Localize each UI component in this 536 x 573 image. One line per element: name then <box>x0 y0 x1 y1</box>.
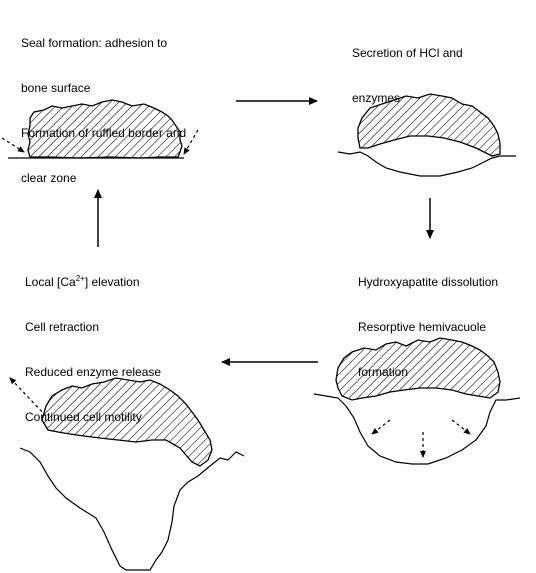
cell-stage-dissolution <box>313 337 521 465</box>
label-line: clear zone <box>21 171 77 185</box>
label-line: Local [Ca2+] elevation <box>25 275 161 290</box>
elevation-text: ] elevation <box>84 275 140 289</box>
label-line: Cell retraction <box>25 320 100 334</box>
osteoclast-cell <box>41 377 213 467</box>
label-line: Reduced enzyme release <box>25 365 162 379</box>
resorption-pit-outline <box>313 393 521 465</box>
resorption-pit-outline <box>19 447 245 571</box>
osteoclast-cell <box>27 99 183 159</box>
seal-formation-label: Seal formation: adhesion to bone surface… <box>21 6 186 216</box>
dissolution-arrow-left <box>371 419 391 435</box>
calcium-charge: 2+ <box>75 274 85 283</box>
seal-arrow-left <box>1 137 25 153</box>
label-line: bone surface <box>21 81 91 95</box>
label-line: formation <box>358 365 409 379</box>
label-line: Seal formation: adhesion to <box>21 36 168 50</box>
label-line: Resorptive hemivacuole <box>358 320 487 334</box>
bone-surface-line <box>337 151 516 177</box>
label-line: Continued cell motility <box>25 410 142 424</box>
label-line: Hydroxyapatite dissolution <box>358 275 499 289</box>
cell-stage-release <box>9 377 245 571</box>
osteoclast-cell <box>335 337 501 401</box>
calcium-text: Local [Ca <box>25 275 76 289</box>
release-label: Local [Ca2+] elevation Cell retraction R… <box>25 245 161 455</box>
secretion-label: Secretion of HCl and enzymes <box>352 16 463 136</box>
seal-arrow-right <box>183 129 199 155</box>
dissolution-arrow-right <box>451 419 471 435</box>
osteoclast-cell <box>357 93 501 157</box>
label-line: Secretion of HCl and <box>352 46 463 60</box>
retraction-arrow <box>9 377 47 417</box>
cell-stage-secretion <box>337 93 516 177</box>
cell-stage-seal <box>1 99 199 159</box>
dissolution-label: Hydroxyapatite dissolution Resorptive he… <box>358 245 498 410</box>
label-line: Formation of ruffled border and <box>21 126 187 140</box>
label-line: enzymes <box>352 91 401 105</box>
